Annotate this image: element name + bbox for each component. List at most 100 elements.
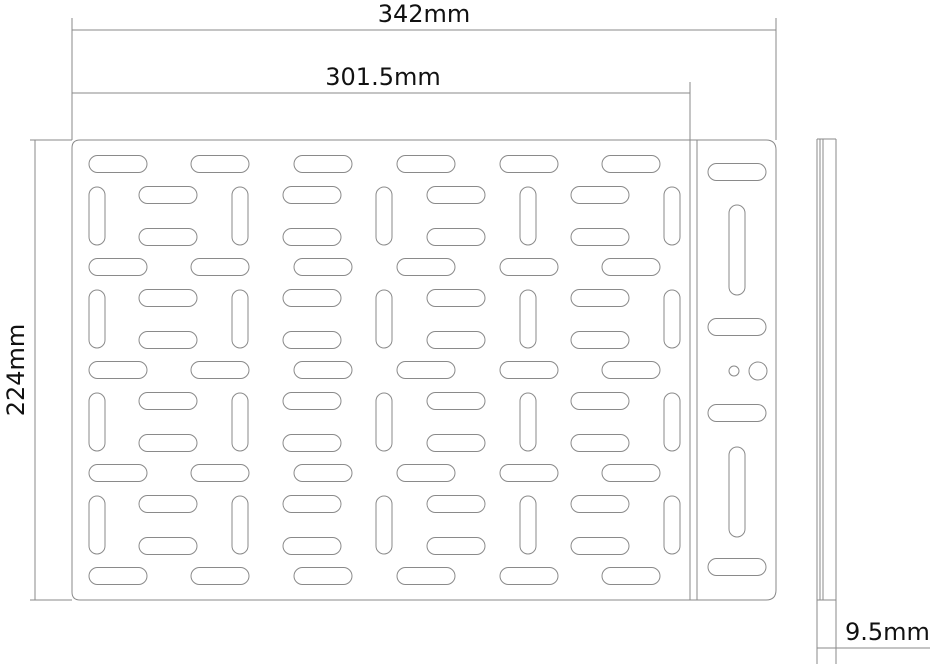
horizontal-slot bbox=[138, 228, 198, 246]
horizontal-slot bbox=[499, 567, 559, 585]
vertical-slot bbox=[88, 186, 106, 246]
horizontal-slot bbox=[426, 228, 486, 246]
side-view bbox=[816, 138, 837, 601]
horizontal-slot bbox=[570, 331, 630, 349]
horizontal-slot bbox=[138, 495, 198, 513]
plate-outline bbox=[71, 139, 777, 601]
horizontal-slot bbox=[396, 464, 456, 482]
horizontal-slot bbox=[293, 464, 353, 482]
horizontal-slot bbox=[138, 434, 198, 452]
horizontal-slot bbox=[499, 258, 559, 276]
horizontal-slot bbox=[282, 392, 342, 410]
horizontal-slot bbox=[707, 318, 767, 336]
horizontal-slot bbox=[293, 258, 353, 276]
vertical-slot bbox=[375, 186, 393, 246]
large-hole bbox=[748, 361, 768, 381]
horizontal-slot bbox=[282, 228, 342, 246]
vertical-slot bbox=[231, 186, 249, 246]
horizontal-slot bbox=[601, 361, 661, 379]
vertical-slot bbox=[728, 204, 746, 296]
dimension-plate-width: 301.5mm bbox=[72, 63, 691, 140]
horizontal-slot bbox=[88, 567, 148, 585]
horizontal-slot bbox=[190, 567, 250, 585]
height-label: 224mm bbox=[2, 324, 30, 417]
horizontal-slot bbox=[282, 289, 342, 307]
horizontal-slot bbox=[88, 258, 148, 276]
vertical-slot bbox=[88, 392, 106, 452]
horizontal-slot bbox=[88, 155, 148, 173]
horizontal-slot bbox=[190, 258, 250, 276]
dimension-overall-width: 342mm bbox=[71, 0, 777, 140]
vertical-slot bbox=[88, 495, 106, 555]
horizontal-slot bbox=[707, 558, 767, 576]
horizontal-slot bbox=[707, 163, 767, 181]
horizontal-slot bbox=[426, 289, 486, 307]
horizontal-slot bbox=[570, 495, 630, 513]
horizontal-slot bbox=[570, 434, 630, 452]
vertical-slot bbox=[519, 186, 537, 246]
horizontal-slot bbox=[282, 495, 342, 513]
horizontal-slot bbox=[138, 289, 198, 307]
horizontal-slot bbox=[190, 155, 250, 173]
horizontal-slot bbox=[570, 537, 630, 555]
horizontal-slot bbox=[426, 392, 486, 410]
horizontal-slot bbox=[138, 331, 198, 349]
vertical-slot bbox=[231, 289, 249, 349]
horizontal-slot bbox=[601, 155, 661, 173]
horizontal-slot bbox=[396, 361, 456, 379]
vertical-slot bbox=[728, 446, 746, 538]
horizontal-slot bbox=[396, 567, 456, 585]
horizontal-slot bbox=[293, 567, 353, 585]
vertical-slot bbox=[663, 289, 681, 349]
horizontal-slot bbox=[88, 361, 148, 379]
horizontal-slot bbox=[282, 186, 342, 204]
horizontal-slot bbox=[426, 186, 486, 204]
overall-width-label: 342mm bbox=[378, 0, 471, 28]
horizontal-slot bbox=[426, 434, 486, 452]
vertical-slot bbox=[375, 495, 393, 555]
horizontal-slot bbox=[570, 289, 630, 307]
horizontal-slot bbox=[426, 537, 486, 555]
horizontal-slot bbox=[190, 361, 250, 379]
vertical-slot bbox=[375, 289, 393, 349]
horizontal-slot bbox=[601, 464, 661, 482]
horizontal-slot bbox=[499, 361, 559, 379]
vertical-slot bbox=[519, 289, 537, 349]
horizontal-slot bbox=[601, 258, 661, 276]
vertical-slot bbox=[663, 495, 681, 555]
vertical-slot bbox=[519, 495, 537, 555]
horizontal-slot bbox=[601, 567, 661, 585]
horizontal-slot bbox=[396, 155, 456, 173]
vertical-slot bbox=[231, 495, 249, 555]
horizontal-slot bbox=[282, 434, 342, 452]
small-hole bbox=[728, 365, 740, 377]
horizontal-slot bbox=[282, 331, 342, 349]
horizontal-slot bbox=[499, 155, 559, 173]
horizontal-slot bbox=[293, 155, 353, 173]
horizontal-slot bbox=[88, 464, 148, 482]
horizontal-slot bbox=[499, 464, 559, 482]
vertical-slot bbox=[88, 289, 106, 349]
thickness-label: 9.5mm bbox=[845, 618, 930, 646]
slot-pattern bbox=[88, 155, 767, 585]
horizontal-slot bbox=[138, 186, 198, 204]
vertical-slot bbox=[663, 392, 681, 452]
horizontal-slot bbox=[190, 464, 250, 482]
horizontal-slot bbox=[707, 404, 767, 422]
horizontal-slot bbox=[396, 258, 456, 276]
horizontal-slot bbox=[282, 537, 342, 555]
vertical-slot bbox=[231, 392, 249, 452]
dimension-thickness: 9.5mm bbox=[816, 600, 930, 664]
horizontal-slot bbox=[426, 331, 486, 349]
horizontal-slot bbox=[570, 392, 630, 410]
vertical-slot bbox=[663, 186, 681, 246]
horizontal-slot bbox=[570, 186, 630, 204]
plate-width-label: 301.5mm bbox=[325, 63, 440, 91]
horizontal-slot bbox=[138, 392, 198, 410]
vertical-slot bbox=[519, 392, 537, 452]
horizontal-slot bbox=[293, 361, 353, 379]
horizontal-slot bbox=[426, 495, 486, 513]
vertical-slot bbox=[375, 392, 393, 452]
horizontal-slot bbox=[138, 537, 198, 555]
